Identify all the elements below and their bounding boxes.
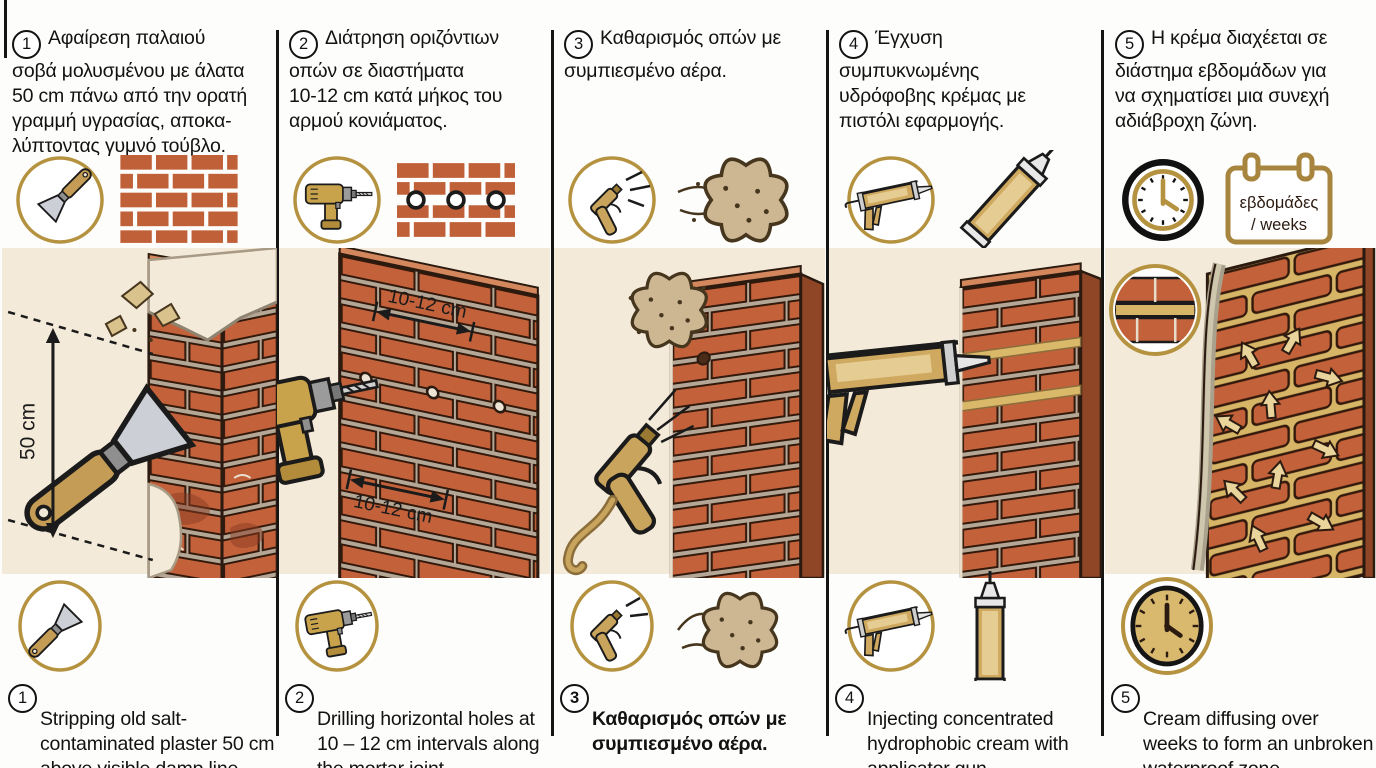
step2-tool-icons [277,152,552,248]
step-number-badge: 5 [1115,30,1144,59]
cream-cartridge-icon [959,150,1059,250]
step-number-badge: 2 [289,30,318,59]
illustration-drilling-holes: 10-12 cm 10-12 cm [277,248,550,578]
step1-bottom-icons [0,578,277,674]
drill-icon [295,580,379,672]
step2-bottom-icons [277,578,552,674]
step-number-badge: 1 [8,684,37,713]
step4-tool-icons [827,150,1103,250]
illustration-injecting-cream [827,248,1103,578]
illustration-cream-diffusing [1105,248,1376,578]
brick-wall-icon [120,155,238,243]
step1-tool-icons [0,152,277,248]
page-edge-mark [4,0,7,58]
clock-icon [1121,577,1213,675]
measure-50cm-label: 50 cm [16,403,39,460]
dust-cloud-icon [677,157,789,243]
illustration-cleaning-holes [554,248,825,578]
step-number-badge: 3 [564,30,593,59]
clock-icon [1117,154,1209,246]
caulk-gun-icon [842,156,939,244]
step-number-badge: 4 [835,684,864,713]
dust-cloud-icon [676,591,779,669]
putty-knife-icon [18,580,102,672]
caulk-gun-icon [842,580,939,672]
step-number-badge: 4 [839,30,868,59]
step-number-badge: 3 [560,684,589,713]
calendar-weeks-icon: εβδομάδες / weeks [1225,152,1333,245]
panel-divider [551,30,554,736]
putty-knife-icon [16,156,104,244]
step5-bottom-icons [1103,577,1376,675]
step3-tool-icons [552,152,827,248]
air-gun-icon [570,580,654,672]
illustration-stripping-plaster: 50 cm [2,248,277,578]
brick-wall-holes-icon [397,163,515,237]
step-number-badge: 5 [1111,684,1140,713]
step3-bottom-icons [552,578,827,674]
drill-icon [293,156,381,244]
panel-divider [1101,30,1104,736]
step4-bottom-icons [827,571,1103,681]
calendar-label-english: / weeks [1251,216,1307,234]
step-number-badge: 2 [285,684,314,713]
step5-tool-icons: εβδομάδες / weeks [1103,152,1376,248]
air-gun-icon [568,156,656,244]
step-number-badge: 1 [12,30,41,59]
cream-layer-cross-section-icon [1109,264,1202,356]
calendar-label-greek: εβδομάδες [1240,194,1319,212]
cream-cartridge-icon [974,571,1006,681]
